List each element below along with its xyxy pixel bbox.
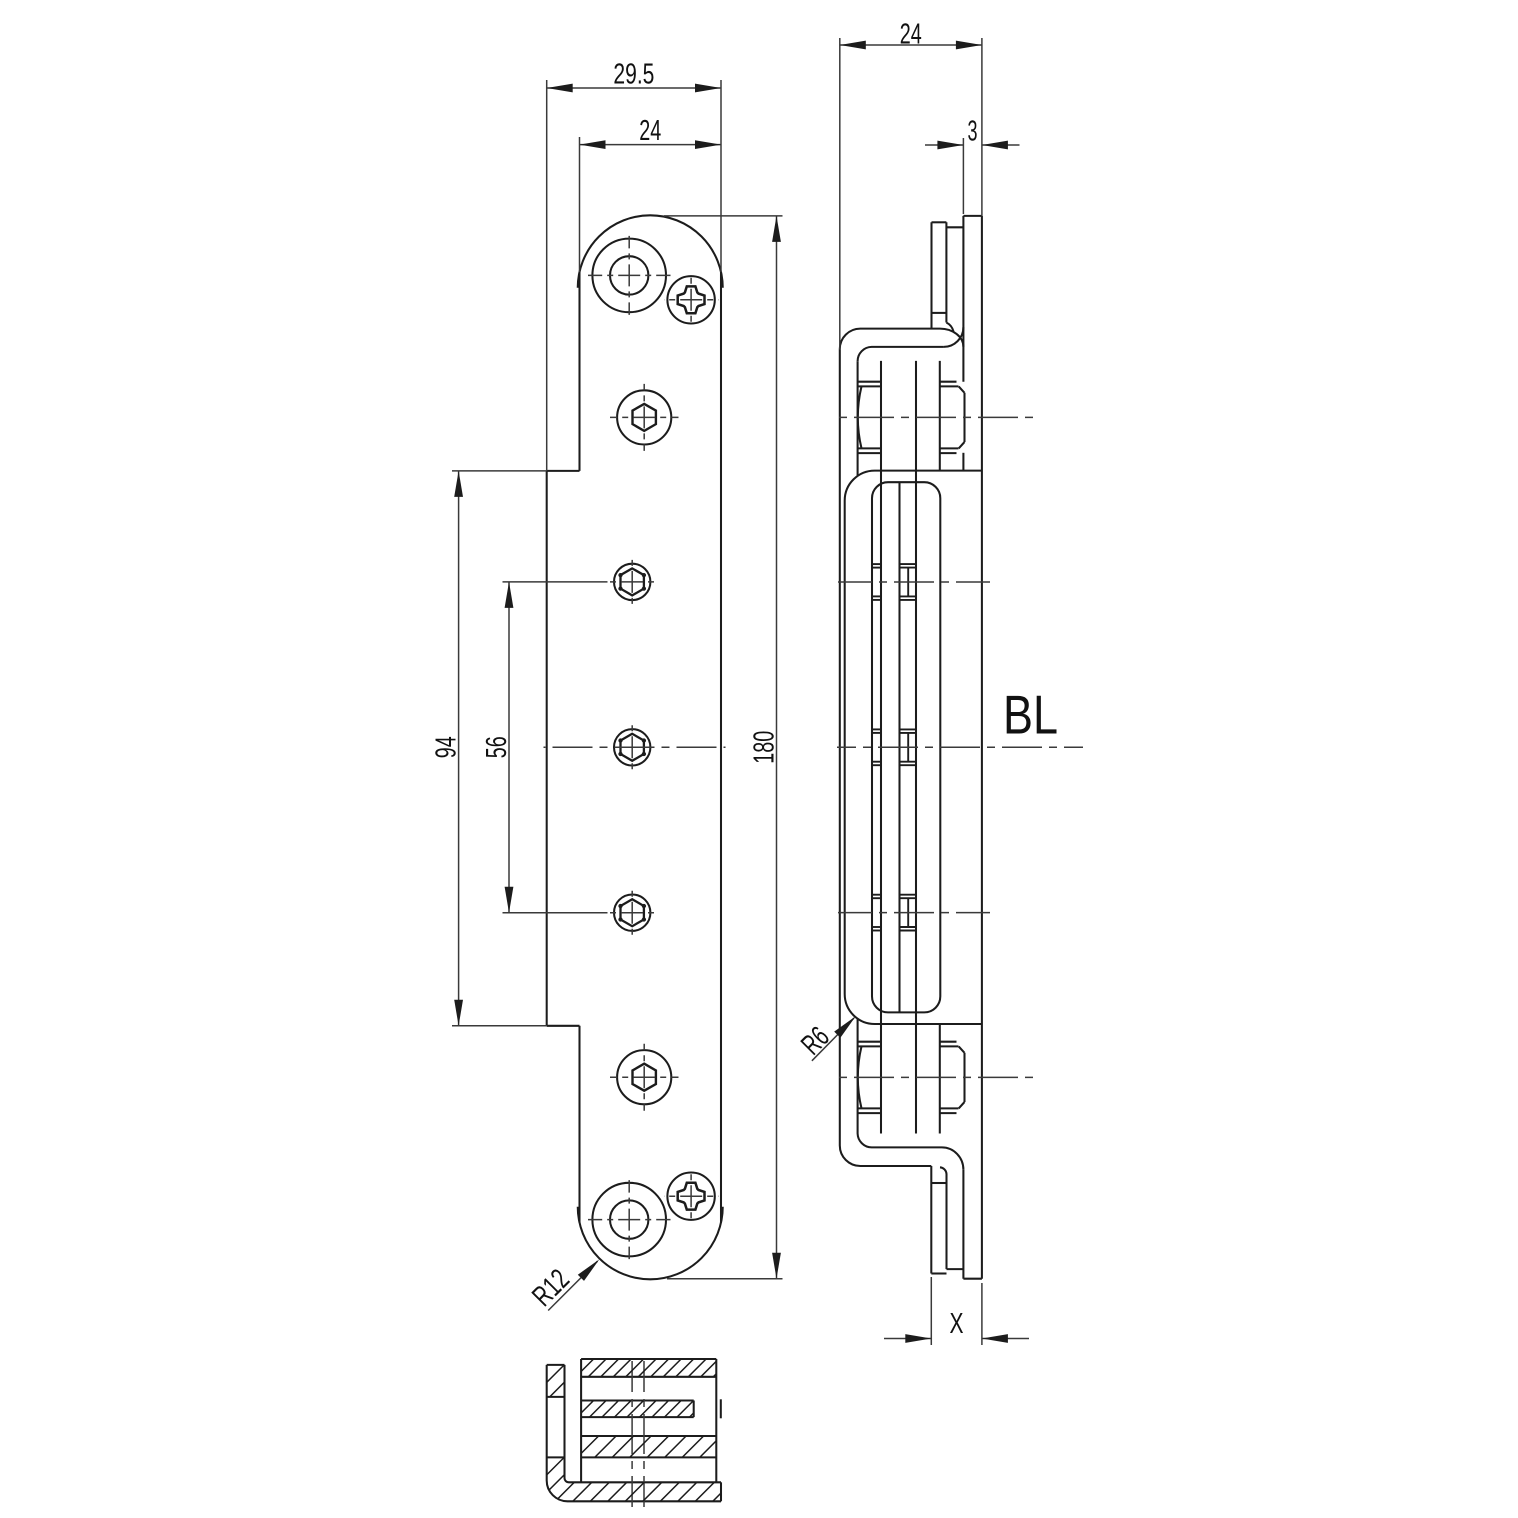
svg-text:29.5: 29.5 — [613, 59, 654, 91]
svg-text:X: X — [950, 1308, 964, 1340]
svg-text:24: 24 — [639, 115, 661, 147]
svg-text:3: 3 — [968, 116, 978, 148]
svg-text:94: 94 — [431, 736, 463, 758]
svg-text:24: 24 — [900, 19, 922, 51]
svg-text:BL: BL — [1003, 685, 1058, 746]
svg-text:56: 56 — [481, 736, 513, 758]
svg-text:180: 180 — [749, 731, 781, 764]
